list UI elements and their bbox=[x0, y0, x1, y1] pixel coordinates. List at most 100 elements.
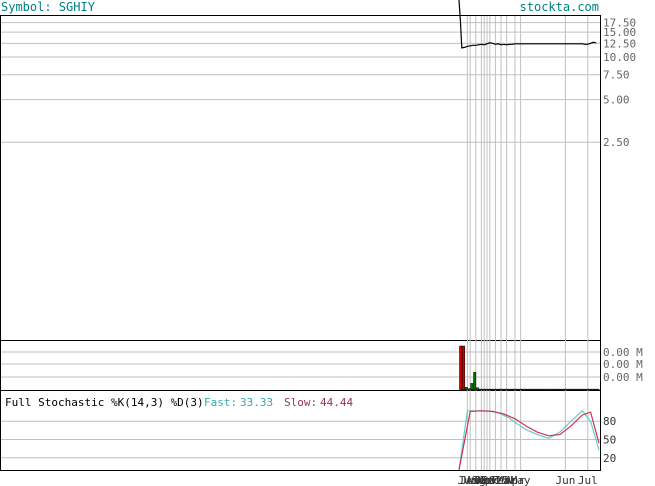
x-tick-label: 2025 bbox=[482, 474, 509, 486]
volume-bar bbox=[501, 388, 505, 391]
volume-panel bbox=[0, 340, 601, 391]
volume-bar bbox=[582, 388, 586, 391]
site-label: stockta.com bbox=[520, 0, 599, 14]
volume-bar bbox=[467, 388, 471, 391]
volume-bars bbox=[459, 345, 600, 391]
volume-bar bbox=[571, 388, 575, 391]
price-line bbox=[458, 0, 597, 49]
x-tick-label: Jul bbox=[460, 474, 480, 486]
volume-axis: 0.00 M0.00 M0.00 M bbox=[603, 346, 643, 384]
price-tick-label: 7.50 bbox=[603, 69, 630, 82]
stochastic-tick-label: 20 bbox=[603, 452, 616, 465]
x-tick-label: Mar bbox=[497, 474, 517, 486]
vertical-gridlines bbox=[466, 16, 589, 470]
x-tick-label: Jul bbox=[578, 474, 598, 486]
volume-bar bbox=[534, 388, 538, 391]
volume-bar bbox=[568, 388, 572, 391]
price-tick-label: 15.00 bbox=[603, 26, 636, 39]
volume-bar bbox=[540, 388, 544, 391]
volume-bar bbox=[506, 388, 510, 391]
x-tick-label: Dec bbox=[480, 474, 500, 486]
volume-bar bbox=[551, 388, 555, 391]
price-gridlines bbox=[1, 22, 600, 143]
volume-bar bbox=[462, 345, 465, 391]
volume-bar bbox=[557, 388, 561, 391]
price-tick-label: 17.50 bbox=[603, 17, 636, 30]
volume-bar bbox=[579, 388, 583, 391]
x-tick-label: Jun bbox=[555, 474, 575, 486]
volume-bar bbox=[593, 388, 597, 391]
slow-label: Slow: bbox=[284, 396, 317, 409]
stochastic-tick-label: 50 bbox=[603, 434, 616, 447]
volume-bar bbox=[596, 388, 600, 391]
volume-bar bbox=[565, 388, 569, 391]
slow-value: 44.44 bbox=[320, 396, 353, 409]
volume-gridlines bbox=[1, 351, 600, 378]
volume-bar bbox=[585, 388, 589, 391]
x-tick-label: May bbox=[511, 474, 531, 486]
x-tick-label: Nov bbox=[477, 474, 497, 486]
price-panel bbox=[0, 15, 601, 341]
volume-tick-label: 0.00 M bbox=[603, 371, 643, 384]
price-series bbox=[458, 0, 597, 49]
volume-bar bbox=[546, 388, 549, 391]
volume-bar bbox=[512, 388, 516, 391]
volume-bar bbox=[470, 383, 474, 391]
volume-bar bbox=[492, 388, 496, 391]
x-tick-label: Sep bbox=[471, 474, 491, 486]
volume-bar bbox=[473, 372, 477, 391]
x-tick-label: Oct bbox=[474, 474, 494, 486]
volume-bar bbox=[574, 388, 577, 391]
fast-value: 33.33 bbox=[240, 396, 273, 409]
volume-bar bbox=[523, 388, 527, 391]
volume-bar bbox=[520, 388, 524, 391]
volume-bar bbox=[590, 388, 594, 391]
volume-bar bbox=[543, 388, 547, 391]
stochastic-series bbox=[458, 409, 600, 471]
volume-tick-label: 0.00 M bbox=[603, 346, 643, 359]
volume-bar bbox=[554, 388, 558, 391]
stochastic-axis: 80 50 20 bbox=[603, 415, 616, 465]
stochastic-tick-label: 80 bbox=[603, 415, 616, 428]
slow-line bbox=[458, 410, 600, 471]
volume-bar bbox=[478, 388, 482, 391]
x-tick-label: Aug bbox=[466, 474, 486, 486]
volume-bar bbox=[464, 387, 468, 391]
volume-bar bbox=[476, 387, 479, 391]
volume-bar bbox=[576, 388, 580, 391]
symbol-label: Symbol: SGHIY bbox=[1, 0, 96, 14]
volume-bar bbox=[504, 388, 507, 391]
volume-bar bbox=[515, 388, 519, 391]
fast-label: Fast: bbox=[204, 396, 237, 409]
price-tick-label: 2.50 bbox=[603, 136, 630, 149]
stochastic-gridlines bbox=[1, 420, 600, 459]
volume-bar bbox=[526, 388, 530, 391]
volume-bar bbox=[532, 388, 535, 391]
volume-bar bbox=[487, 388, 491, 391]
volume-tick-label: 0.00 M bbox=[603, 358, 643, 371]
volume-bar bbox=[490, 388, 493, 391]
x-tick-label: Apr bbox=[505, 474, 525, 486]
volume-bar bbox=[495, 388, 499, 391]
x-tick-label: Feb bbox=[491, 474, 511, 486]
x-tick-label: Jun bbox=[457, 474, 477, 486]
volume-bar bbox=[548, 388, 552, 391]
volume-bar bbox=[484, 388, 488, 391]
price-tick-label: 5.00 bbox=[603, 94, 630, 107]
volume-bar bbox=[560, 388, 563, 391]
stochastic-title: Full Stochastic %K(14,3) %D(3) bbox=[5, 396, 204, 409]
price-tick-label: 12.50 bbox=[603, 37, 636, 50]
volume-bar bbox=[459, 345, 463, 391]
volume-bar bbox=[481, 388, 485, 391]
volume-bar bbox=[537, 388, 541, 391]
volume-bar bbox=[588, 388, 591, 391]
volume-bar bbox=[498, 388, 502, 391]
volume-bar bbox=[509, 388, 513, 391]
volume-bar bbox=[562, 388, 566, 391]
price-tick-label: 10.00 bbox=[603, 51, 636, 64]
volume-bar bbox=[518, 388, 521, 391]
volume-bar bbox=[529, 388, 533, 391]
